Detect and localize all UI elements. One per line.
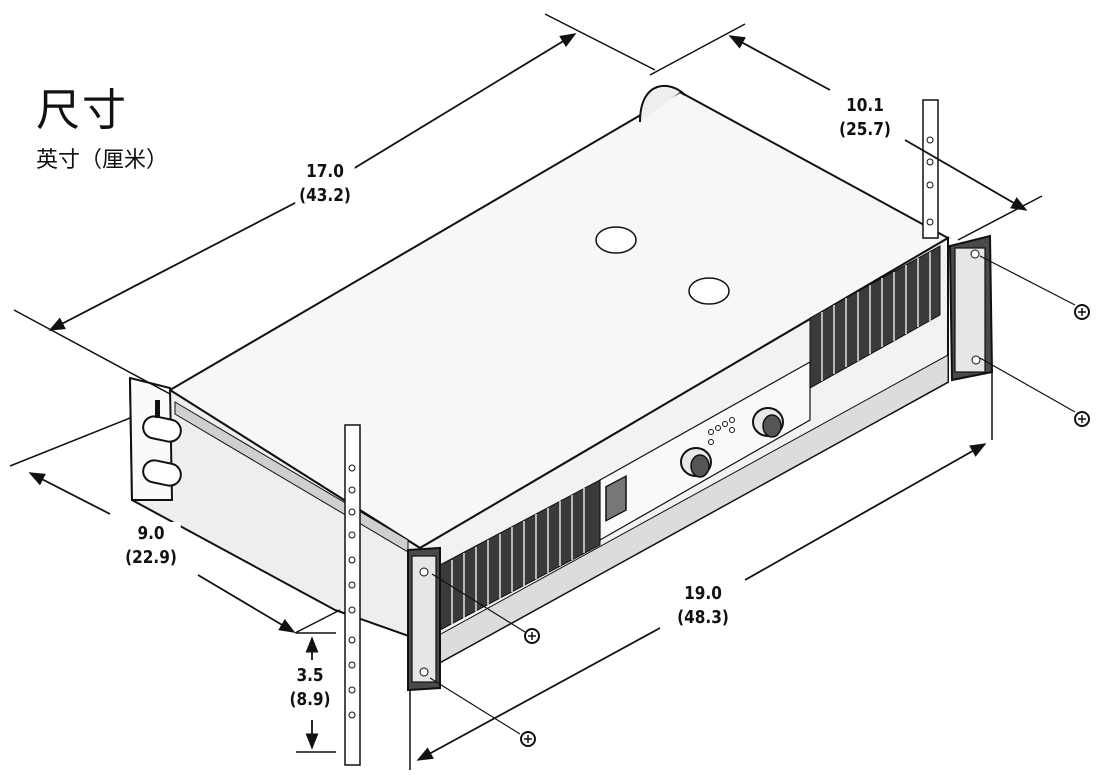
dim-value-inches: 3.5 xyxy=(296,665,324,686)
extension-lines xyxy=(9,13,1043,770)
vent-right-slats xyxy=(821,252,931,381)
rear-bracket-left xyxy=(128,376,182,501)
dim-arrow-width-b xyxy=(744,443,987,581)
gain-knob-right xyxy=(752,407,784,438)
dim-label-depth-rear: 10.1 (25.7) xyxy=(835,94,895,142)
dim-label-depth-total: 17.0 (43.2) xyxy=(295,160,355,208)
page-subtitle: 英寸（厘米） xyxy=(36,148,169,173)
gain-knob-left xyxy=(680,447,712,478)
power-switch xyxy=(605,475,627,522)
rear-handle xyxy=(639,84,686,123)
front-bracket-right xyxy=(948,234,994,382)
dim-value-inches: 19.0 xyxy=(684,583,722,604)
dim-label-height: 3.5 (8.9) xyxy=(282,664,338,712)
rack-rail-left xyxy=(344,424,361,766)
dim-arrow-depth-front-b xyxy=(197,574,296,633)
top-vent-oval-1 xyxy=(595,226,637,254)
dim-value-cm: (43.2) xyxy=(299,185,351,206)
dim-label-width: 19.0 (48.3) xyxy=(670,582,736,630)
dim-arrow-width-a xyxy=(416,627,661,761)
dim-value-inches: 17.0 xyxy=(306,161,344,182)
front-bracket-left xyxy=(407,546,441,692)
screw-icon xyxy=(979,357,1090,427)
rack-rail-right xyxy=(922,99,939,239)
dim-value-inches: 10.1 xyxy=(846,95,884,116)
dim-value-cm: (8.9) xyxy=(289,689,331,710)
dim-arrow-depth-rear-a xyxy=(728,35,831,91)
indicator-leds xyxy=(708,417,735,445)
screw-icon xyxy=(979,255,1090,320)
dim-value-cm: (25.7) xyxy=(839,119,891,140)
dim-value-inches: 9.0 xyxy=(137,523,165,544)
dim-arrow-depth-front-a xyxy=(28,472,111,515)
page-title: 尺寸 xyxy=(36,85,128,136)
top-vent-oval-2 xyxy=(688,277,730,305)
dim-arrow-depth-total-a xyxy=(48,189,321,331)
dim-arrow-depth-rear-b xyxy=(904,139,1028,211)
dim-value-cm: (22.9) xyxy=(125,547,177,568)
screw-icon xyxy=(429,677,536,747)
screw-icon xyxy=(431,573,540,644)
dim-value-cm: (48.3) xyxy=(677,607,729,628)
dim-arrow-depth-total-b xyxy=(347,33,577,173)
vent-left-slats xyxy=(451,488,585,625)
dim-label-depth-front: 9.0 (22.9) xyxy=(121,522,181,570)
